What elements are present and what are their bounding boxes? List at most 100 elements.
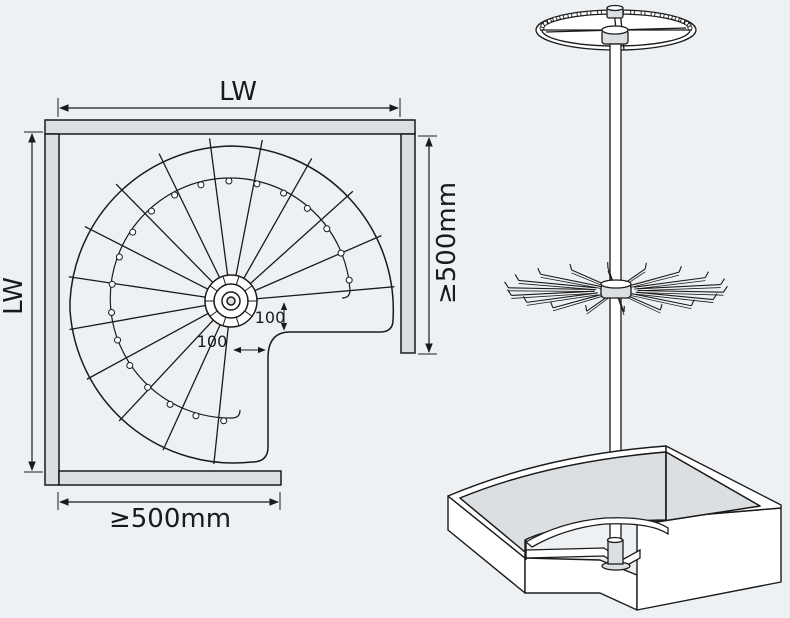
rail-hole [115, 253, 123, 261]
hub-tick [209, 310, 218, 317]
top-hub [601, 4, 629, 45]
rack-arm [526, 292, 598, 303]
shelf-spoke [69, 304, 206, 331]
shelf-spoke [162, 324, 221, 451]
rail-pin [542, 20, 548, 26]
rack-arm-inner [511, 292, 595, 299]
rail-hole [166, 400, 174, 408]
rack-arm [518, 279, 597, 289]
right-panel [400, 133, 416, 354]
shelf-outline [69, 145, 395, 464]
rail-holes [108, 177, 353, 425]
rail-hole [192, 412, 200, 420]
rack-arm-tip [550, 301, 554, 309]
rail-pin [630, 9, 635, 15]
shelf-spoke [235, 139, 263, 276]
plan-view: LW LW ≥500mm ≥500mm 100 100 [0, 77, 462, 534]
rack-arm-tip [678, 265, 682, 273]
rail-hole [108, 309, 116, 317]
rack-arm-inner [624, 296, 661, 314]
shelf-spoke [208, 138, 229, 276]
top-shelf-rail-pins [539, 9, 693, 31]
rack-arm [635, 291, 714, 301]
rack-arm [508, 287, 595, 291]
label-depth-bottom: ≥500mm [109, 504, 231, 534]
rail-hole [126, 361, 134, 369]
rack-arm [637, 284, 721, 290]
rail-hole [129, 228, 137, 236]
hub-tick [235, 317, 240, 326]
rail-hole [147, 207, 155, 215]
rail-pin [586, 10, 592, 16]
rack-arm-tip [723, 285, 728, 293]
rack-arm [628, 271, 680, 287]
rack-arm-tip [569, 263, 573, 271]
shelf-spoke [254, 235, 382, 292]
rack-arm [637, 289, 724, 293]
label-width-top: LW [219, 77, 257, 107]
rack-arm-inner [586, 296, 611, 315]
rail-pin [597, 9, 602, 15]
rack-arm-inner [628, 274, 680, 289]
shelf-spoke [158, 153, 221, 278]
shelf-spoke [86, 312, 209, 380]
rack-arm [552, 293, 604, 309]
rail-pin [674, 16, 680, 22]
label-offset-left: 100 [197, 332, 228, 351]
rack-arm-tip [720, 278, 726, 285]
rail-hole [108, 280, 116, 288]
rail-hole [345, 276, 353, 284]
rack-arm-tip [585, 305, 588, 312]
rail-pin [546, 18, 552, 24]
bottom-panel [58, 470, 282, 486]
label-depth-right: ≥500mm [432, 182, 462, 304]
rack-arm-inner [552, 295, 604, 312]
rail-pin [667, 14, 673, 20]
shelf-spoke [118, 319, 214, 422]
rack-arm-inner [637, 287, 721, 292]
bottom-tray [524, 517, 669, 571]
rack-arm-inner [508, 290, 595, 292]
rail-pin [576, 11, 582, 17]
rack-arm-inner [526, 294, 598, 306]
rack-arm-inner [617, 296, 625, 316]
shelf-spokes [68, 138, 395, 465]
shelf-spoke [84, 225, 209, 290]
rack-arm-inner [631, 295, 692, 310]
hub-tick [244, 310, 253, 317]
center-hub [204, 274, 258, 328]
rack-arm [634, 277, 706, 288]
rail-pin [640, 10, 646, 16]
hub-ticks [205, 276, 257, 326]
rail-hole [337, 249, 345, 257]
shelf-spoke [249, 190, 354, 285]
rail-hole [253, 180, 261, 188]
label-offset-right: 100 [255, 308, 286, 327]
rack-hub [600, 279, 632, 299]
rail-hole [197, 181, 205, 189]
hub-tick [244, 285, 253, 292]
label-width-left: LW [0, 277, 29, 315]
shelf-spoke [243, 157, 313, 279]
cabinet-panels [44, 119, 416, 486]
rack-arm-tip [712, 293, 718, 300]
rail-hole [225, 177, 233, 185]
hub-tick [235, 276, 240, 285]
rail-hole [220, 417, 228, 425]
rack-arm-tip [506, 289, 512, 296]
rail-pin [680, 18, 686, 24]
rail-pin [552, 16, 558, 22]
rail-pin [567, 13, 573, 18]
rail-hole [323, 225, 331, 233]
rack-arm [540, 273, 601, 287]
rack-arm [511, 290, 595, 296]
rail-hole [171, 191, 179, 199]
rack-arm-tip [514, 274, 520, 281]
shelf-spoke [68, 276, 206, 298]
rail-hole [144, 383, 152, 391]
left-panel [44, 133, 60, 486]
rail-pin [687, 25, 693, 31]
carousel-view [447, 4, 782, 611]
